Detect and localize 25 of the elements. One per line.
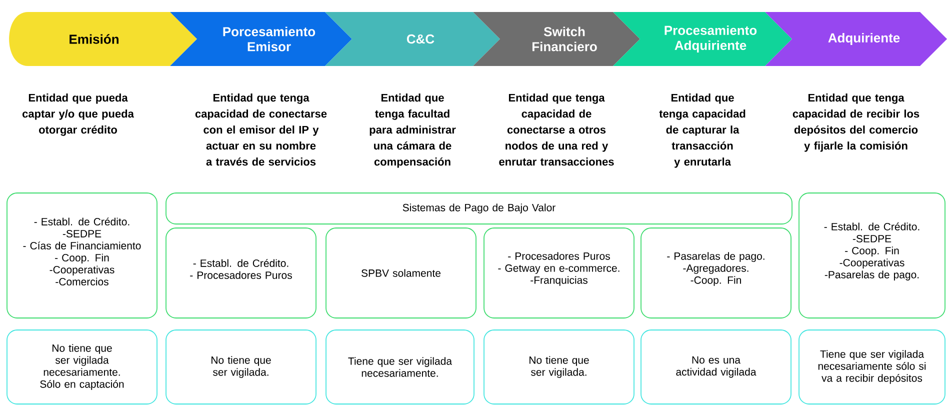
text-box: No tiene que ser vigilada. — [484, 330, 634, 404]
description-text: Entidad que tenga capacidad de capturar la transacción y enrutarla — [659, 94, 746, 168]
description-text: Entidad que pueda captar y/o que pueda otorgar crédito — [22, 94, 134, 136]
process-step: C&C — [325, 12, 500, 66]
text-box: SPBV solamente — [326, 228, 476, 318]
description-text: Entidad que tenga capacidad de recibir los depósitos del comercio y fijarle la comisión — [792, 94, 920, 152]
text-box: - Establ. de Crédito. - Procesadores Puros — [166, 228, 316, 318]
process-step: Procesamiento Adquiriente — [613, 12, 792, 66]
text-box: - Establ. de Crédito. -SEDPE - Cías de Financiamiento - Coop. Fin -Cooperativas -Comercios — [6, 192, 158, 318]
description-text: Entidad que tenga capacidad de conectarse con el emisor del IP y actuar en su nombre a través de servicios — [195, 94, 327, 166]
description-text: Entidad que tenga capacidad de conectarse a otros nodos de una red y enrutar transacciones — [499, 94, 614, 166]
process-step: Emisión — [9, 12, 197, 66]
text-box: No tiene que ser vigilada. — [166, 330, 316, 404]
process-step: Porcesamiento Emisor — [170, 12, 352, 66]
text-box: - Establ. de Crédito. -SEDPE - Coop. Fin -Cooperativas -Pasarelas de pago. — [798, 192, 946, 318]
process-step: Switch Financiero — [473, 12, 640, 66]
text-box: Sistemas de Pago de Bajo Valor — [166, 192, 792, 224]
text-box: No es una actividad vigilada — [640, 330, 792, 404]
description-text: Entidad que tenga facultad para administrar una cámara de compensación — [370, 94, 456, 168]
text-box: No tiene que ser vigilada necesariamente. Sólo en captación — [6, 330, 158, 404]
process-step: Adquiriente — [765, 12, 947, 66]
text-box: Tiene que ser vigilada necesariamente. — [326, 330, 474, 404]
text-box: Tiene que ser vigilada necesariamente sólo si va a recibir depósitos — [798, 330, 946, 404]
text-box: - Pasarelas de pago. -Agregadores. -Coop. Fin — [640, 228, 792, 318]
text-box: - Procesadores Puros - Getway en e-commerce. -Franquicias — [484, 228, 634, 318]
